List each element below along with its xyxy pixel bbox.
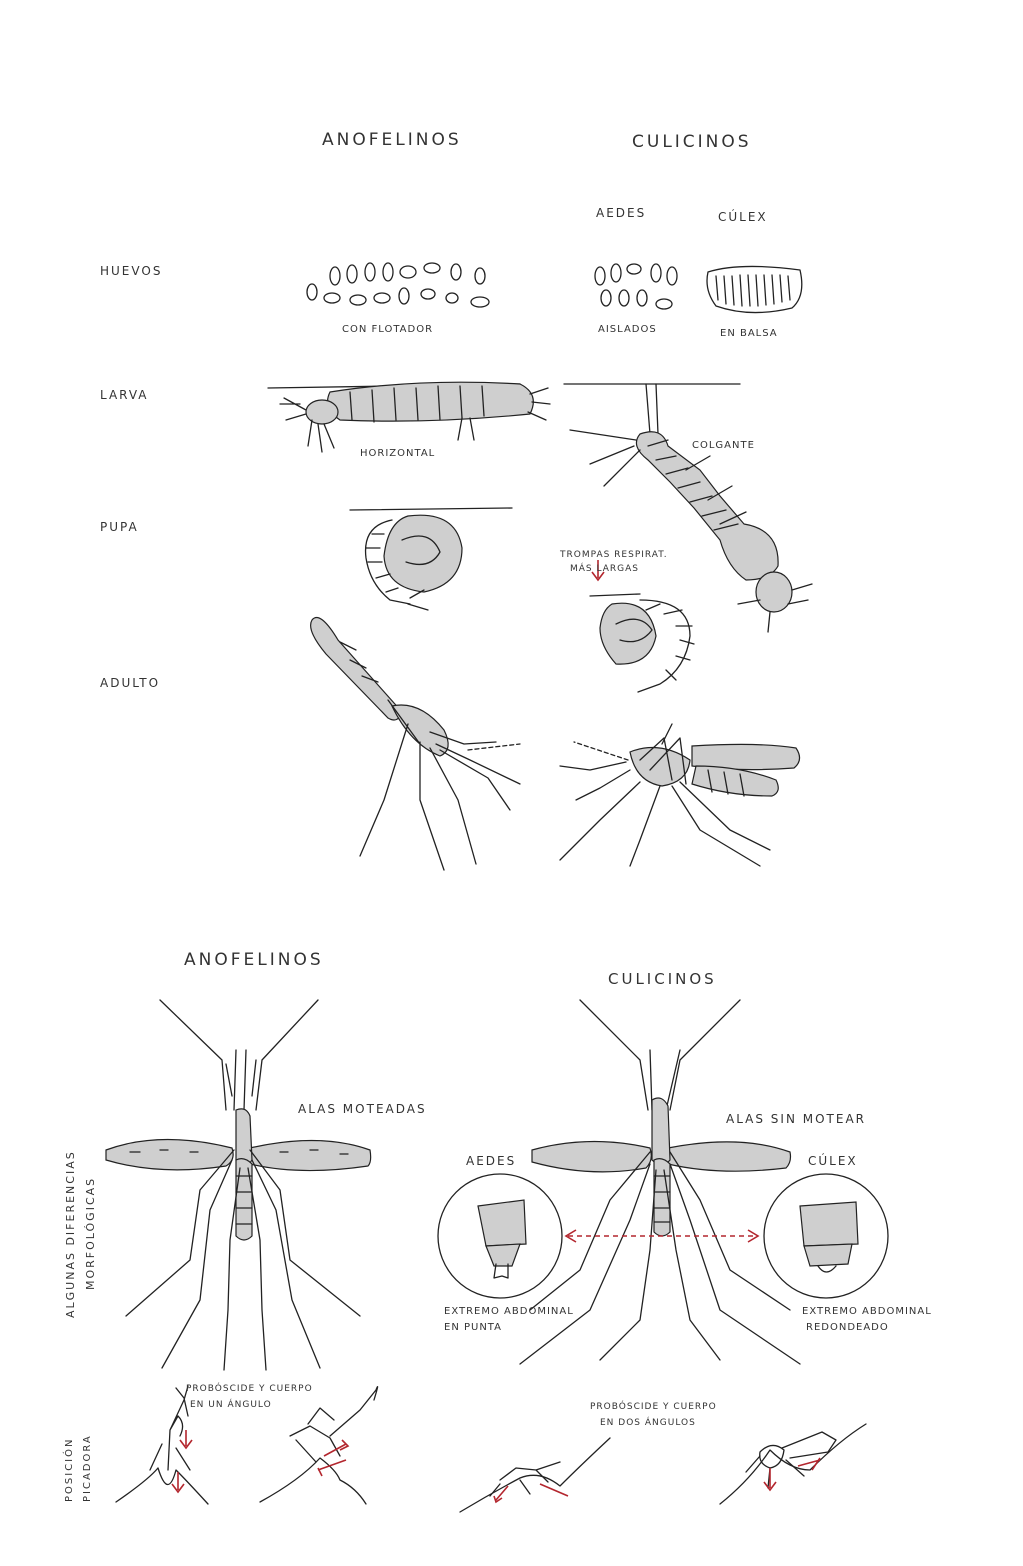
caption-alas-moteadas: ALAS MOTEADAS	[298, 1102, 427, 1116]
anopheles-larva	[268, 382, 550, 452]
side-label-posicion: POSICIÓN	[64, 1438, 75, 1502]
culex-larva	[564, 384, 812, 632]
subheading-culex: CÚLEX	[718, 210, 768, 224]
row-label-pupa: PUPA	[100, 520, 139, 534]
row-label-huevos: HUEVOS	[100, 264, 162, 278]
anopheles-dorsal	[106, 1000, 371, 1370]
label-culex-detail: CÚLEX	[808, 1154, 858, 1168]
caption-culi-angulos-line1: PROBÓSCIDE Y CUERPO	[590, 1402, 717, 1412]
caption-anof-angulo-line1: PROBÓSCIDE Y CUERPO	[186, 1384, 313, 1394]
caption-en-balsa: EN BALSA	[720, 328, 778, 339]
subheading-aedes: AEDES	[596, 206, 646, 220]
caption-trompas-line2: MÁS LARGAS	[570, 564, 639, 574]
row-label-adulto: ADULTO	[100, 676, 160, 690]
culicinos-biting-2	[720, 1424, 866, 1504]
culex-abdomen-detail	[764, 1174, 888, 1298]
anopheles-adult-side	[311, 618, 520, 871]
anopheles-biting-2	[260, 1387, 378, 1504]
heading-culicinos: CULICINOS	[632, 132, 752, 152]
culicinos-biting-1	[460, 1438, 610, 1512]
aedes-abdomen-detail	[438, 1174, 562, 1298]
caption-alas-sin-motear: ALAS SIN MOTEAR	[726, 1112, 866, 1126]
aedes-eggs	[595, 264, 677, 309]
caption-extremo-redondeado-line2: REDONDEADO	[806, 1322, 889, 1333]
culex-egg-raft	[707, 266, 802, 312]
caption-culi-angulos-line2: EN DOS ÁNGULOS	[600, 1418, 696, 1428]
caption-con-flotador: CON FLOTADOR	[342, 324, 433, 335]
heading-culicinos-dorsal: CULICINOS	[608, 970, 717, 988]
anopheles-pupa	[350, 508, 512, 610]
caption-extremo-punta-line2: EN PUNTA	[444, 1322, 502, 1333]
side-label-picadora: PICADORA	[82, 1434, 93, 1502]
heading-anofelinos: ANOFELINOS	[322, 130, 462, 150]
heading-anofelinos-dorsal: ANOFELINOS	[184, 950, 324, 970]
label-aedes-detail: AEDES	[466, 1154, 516, 1168]
caption-trompas-line1: TROMPAS RESPIRAT.	[560, 550, 668, 560]
caption-anof-angulo-line2: EN UN ÁNGULO	[190, 1400, 272, 1410]
side-label-morfologicas: MORFOLÓGICAS	[84, 1177, 97, 1290]
culex-adult-side	[560, 724, 800, 866]
caption-extremo-redondeado-line1: EXTREMO ABDOMINAL	[802, 1306, 932, 1317]
caption-aislados: AISLADOS	[598, 324, 657, 335]
culex-pupa	[590, 560, 694, 692]
side-label-diferencias: ALGUNAS DIFERENCIAS	[64, 1150, 77, 1318]
anopheles-eggs	[307, 263, 489, 307]
row-label-larva: LARVA	[100, 388, 149, 402]
caption-colgante: COLGANTE	[692, 440, 755, 451]
caption-horizontal: HORIZONTAL	[360, 448, 435, 459]
caption-extremo-punta-line1: EXTREMO ABDOMINAL	[444, 1306, 574, 1317]
